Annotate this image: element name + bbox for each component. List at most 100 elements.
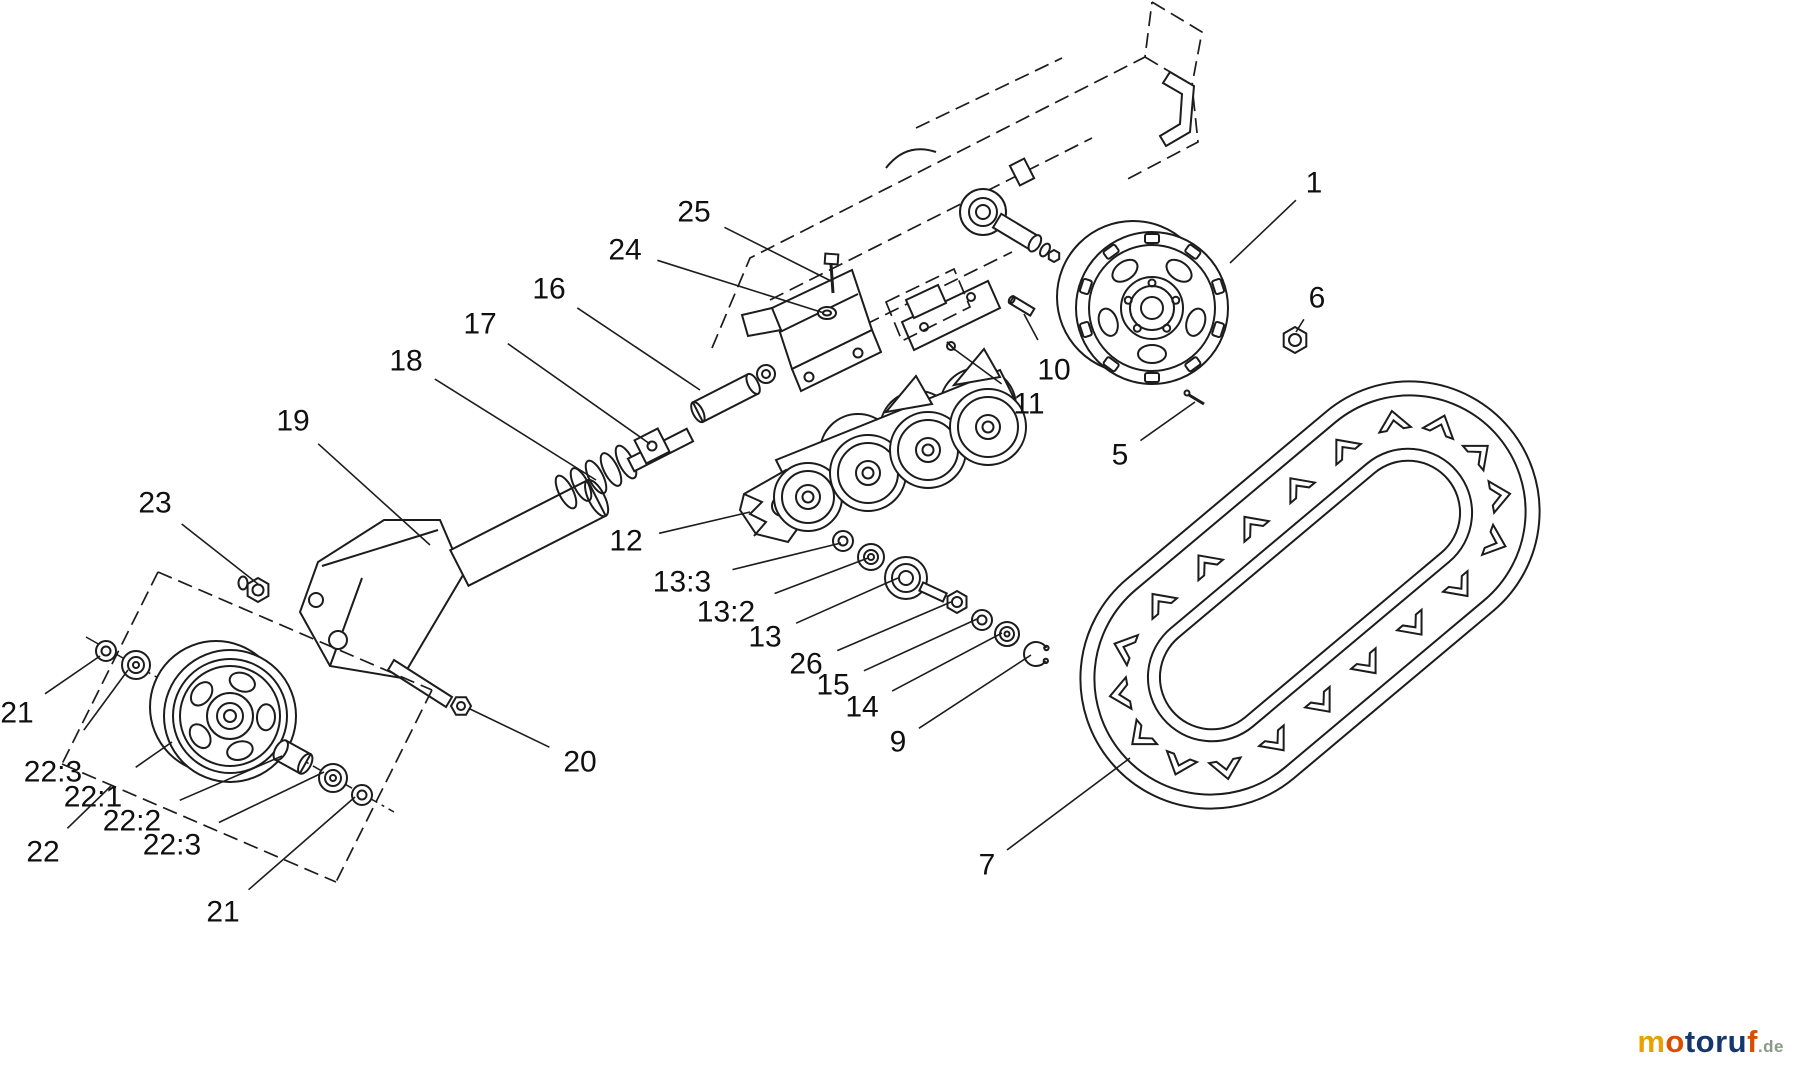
axle-hub xyxy=(959,188,1061,264)
logo-letter: o xyxy=(1695,1024,1716,1059)
leader-line-13:2 xyxy=(774,557,869,595)
callout-6: 6 xyxy=(1309,282,1326,315)
bearing-22-3-right xyxy=(318,763,348,793)
callout-16: 16 xyxy=(532,273,565,306)
tension-arm-assembly xyxy=(237,364,776,716)
callout-12: 12 xyxy=(609,525,642,558)
callout-22:1: 22:1 xyxy=(64,781,122,814)
bolt-20 xyxy=(386,658,473,716)
callout-13:2: 13:2 xyxy=(697,596,755,629)
leader-line-6 xyxy=(1295,318,1305,333)
mount-bracket xyxy=(740,268,883,393)
leader-line-19 xyxy=(317,443,431,546)
idler-wheel-22-1 xyxy=(149,640,297,783)
leader-line-1 xyxy=(1229,199,1297,264)
spring-coil-18 xyxy=(554,444,638,510)
bearing-22-3-left xyxy=(121,650,151,680)
callout-13:3: 13:3 xyxy=(653,566,711,599)
leader-line-16 xyxy=(576,307,701,391)
leader-line-22:1 xyxy=(135,741,173,768)
frame-plate-small xyxy=(904,283,948,320)
leader-line-24 xyxy=(657,259,825,314)
callout-23: 23 xyxy=(138,487,171,520)
leader-line-21 xyxy=(44,655,101,695)
callout-22:3: 22:3 xyxy=(143,829,201,862)
leader-line-9 xyxy=(918,654,1032,729)
callout-19: 19 xyxy=(276,405,309,438)
hex-nut-23 xyxy=(237,575,270,604)
callout-24: 24 xyxy=(608,234,641,267)
axle-hardware xyxy=(832,530,1050,667)
adjuster-nut-17 xyxy=(633,427,671,465)
pin-10 xyxy=(1007,295,1036,317)
logo-letter: t xyxy=(1684,1024,1696,1059)
leader-line-22:3 xyxy=(83,669,129,731)
logo-letter: u xyxy=(1727,1024,1748,1059)
bolt-25 xyxy=(823,252,840,294)
idler-wheel-assembly xyxy=(61,571,433,883)
screw-11 xyxy=(946,341,956,351)
leader-line-5 xyxy=(1139,401,1196,442)
leader-line-10 xyxy=(1023,313,1039,341)
leader-line-18 xyxy=(434,378,597,481)
frame-handle-detail xyxy=(885,148,937,169)
callout-13: 13 xyxy=(748,621,781,654)
leader-line-13:3 xyxy=(732,542,842,571)
washer-21-left xyxy=(95,640,117,662)
leader-line-17 xyxy=(507,342,651,445)
spacer-22-2 xyxy=(272,739,314,775)
logo-letter: m xyxy=(1637,1024,1666,1059)
pin-5 xyxy=(1183,389,1205,406)
logo-word: motoruf xyxy=(1637,1024,1758,1059)
callout-7: 7 xyxy=(979,849,996,882)
frame-hook-bracket xyxy=(1158,70,1196,148)
washer-15 xyxy=(971,609,993,631)
callout-22:3: 22:3 xyxy=(24,756,82,789)
logo-letter: o xyxy=(1665,1024,1685,1059)
snap-ring-9 xyxy=(1023,641,1050,667)
axle-end-hex xyxy=(1047,248,1061,264)
washer-21-right xyxy=(351,784,373,806)
leader-line-11 xyxy=(953,348,1003,385)
washer-24 xyxy=(817,306,837,320)
callout-17: 17 xyxy=(463,308,496,341)
callout-22: 22 xyxy=(26,836,59,869)
bogie-wheel-4 xyxy=(949,388,1027,466)
leader-line-7 xyxy=(1006,757,1131,851)
hex-nut-26 xyxy=(946,589,968,615)
callout-26: 26 xyxy=(789,648,822,681)
clevis-eye xyxy=(756,364,776,384)
frame-tab-detail xyxy=(1008,157,1036,187)
leader-line-23 xyxy=(181,523,259,585)
callout-25: 25 xyxy=(677,196,710,229)
bearing-13-2 xyxy=(857,543,885,571)
phantom-box xyxy=(884,267,972,343)
leader-line-13 xyxy=(795,577,899,624)
callout-15: 15 xyxy=(816,669,849,702)
leader-line-22:3 xyxy=(218,771,325,824)
logo-letter: r xyxy=(1715,1024,1728,1059)
leader-line-20 xyxy=(469,708,550,748)
leader-line-14 xyxy=(891,632,1003,692)
callout-10: 10 xyxy=(1037,354,1070,387)
leader-line-25 xyxy=(724,226,832,282)
leader-line-26 xyxy=(836,601,952,652)
leader-line-22:2 xyxy=(179,755,283,802)
leader-line-21 xyxy=(248,796,356,891)
logo-suffix: .de xyxy=(1757,1037,1784,1056)
watermark-logo: motoruf.de xyxy=(1637,1026,1784,1057)
axle-bolt xyxy=(917,581,949,603)
callout-22:2: 22:2 xyxy=(103,805,161,838)
bogie-wheel-1 xyxy=(773,462,843,532)
pivot-tube-16 xyxy=(690,372,761,424)
machine-frame xyxy=(711,1,1203,393)
rubber-track xyxy=(1079,380,1541,810)
bogie-assembly xyxy=(738,347,1027,544)
callout-20: 20 xyxy=(563,746,596,779)
drive-wheel xyxy=(1056,220,1229,385)
logo-letter: f xyxy=(1747,1024,1758,1059)
callout-14: 14 xyxy=(845,691,878,724)
